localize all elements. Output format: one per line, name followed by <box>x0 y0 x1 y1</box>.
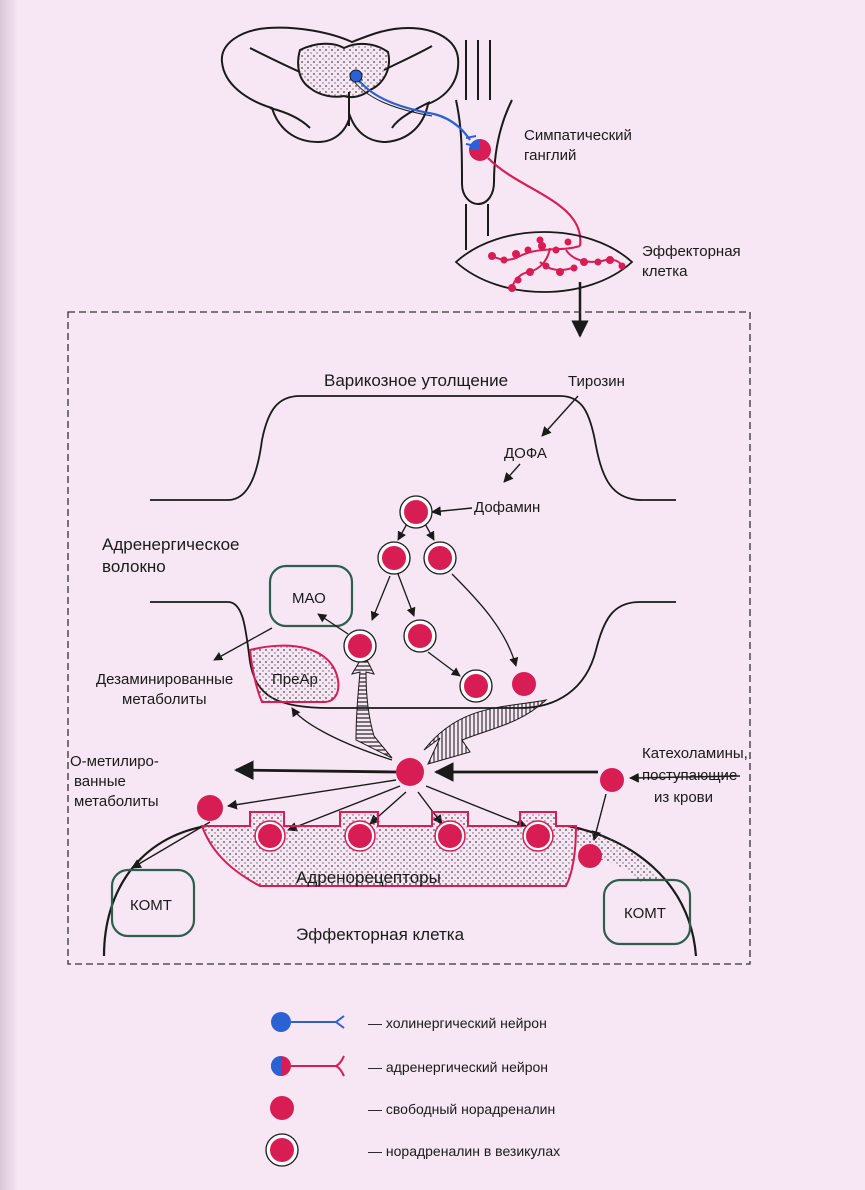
legend-item-cholinergic: — холинергический нейрон <box>271 1012 547 1032</box>
komt-right-label: КОМТ <box>624 905 666 922</box>
bound-na-2 <box>345 821 375 851</box>
adrenergic-neuron-icon <box>271 1056 344 1076</box>
free-na-1 <box>512 672 536 696</box>
legend-label-adrenergic: — адренергический нейрон <box>368 1059 548 1075</box>
vesicle-2 <box>378 542 410 574</box>
free-noradrenaline-icon <box>270 1096 294 1120</box>
bound-na-3 <box>435 821 465 851</box>
catecholamines-label-line2: поступающие <box>642 767 737 784</box>
vesicle-5 <box>460 670 492 702</box>
effector-bottom-label: Эффекторная клетка <box>296 925 465 944</box>
ganglion-label-line1: Симпатический <box>524 127 632 144</box>
adrenergic-fiber-label-line1: Адренергическое <box>102 535 240 554</box>
free-na-right <box>578 844 602 868</box>
legend-label-free: — свободный норадреналин <box>368 1101 555 1117</box>
legend: — холинергический нейрон — адренергическ… <box>266 1012 560 1166</box>
catecholamines-label-line1: Катехоламины, <box>642 745 748 762</box>
free-na-left <box>197 795 223 821</box>
ganglion-label-line2: ганглий <box>524 147 576 164</box>
deaminated-label-line1: Дезаминированные <box>96 671 233 688</box>
bound-na-1 <box>255 821 285 851</box>
effector-top-label-line2: клетка <box>642 263 688 280</box>
varicosity-label: Варикозное утолщение <box>324 371 508 390</box>
methylated-label-line2: ванные <box>74 773 126 790</box>
methylated-label-line3: метаболиты <box>74 793 159 810</box>
effector-cell-top <box>456 232 632 292</box>
effector-top-label-line1: Эффекторная <box>642 243 741 260</box>
mao-label: МАО <box>292 590 326 607</box>
legend-label-cholinergic: — холинергический нейрон <box>368 1015 547 1031</box>
adrenergic-fiber-label-line2: волокно <box>102 557 166 576</box>
legend-item-adrenergic: — адренергический нейрон <box>271 1056 548 1076</box>
tyrosine-label: Тирозин <box>568 373 625 390</box>
prear-label: ПреАр <box>272 671 318 688</box>
vesicle-6 <box>344 630 376 662</box>
dopamine-label: Дофамин <box>474 499 540 516</box>
methylated-label-line1: О-метилиро- <box>70 753 159 770</box>
free-na-center <box>396 758 424 786</box>
bound-na-4 <box>523 821 553 851</box>
spinal-cord-section <box>222 28 458 142</box>
adrenoreceptors-label: Адренорецепторы <box>296 868 441 887</box>
vesicle-noradrenaline-icon <box>266 1134 298 1166</box>
komt-left-label: КОМТ <box>130 897 172 914</box>
vesicle-3 <box>424 542 456 574</box>
legend-item-vesicle: — норадреналин в везикулах <box>266 1134 560 1166</box>
reuptake-arrow-2 <box>424 700 546 764</box>
cholinergic-neuron-icon <box>271 1012 344 1032</box>
legend-item-free: — свободный норадреналин <box>270 1096 555 1120</box>
free-na-blood <box>600 768 624 792</box>
vesicle-4 <box>404 620 436 652</box>
catecholamines-label-line3: из крови <box>654 789 713 806</box>
dopa-label: ДОФА <box>504 445 547 462</box>
deaminated-label-line2: метаболиты <box>122 691 207 708</box>
legend-label-vesicle: — норадреналин в везикулах <box>368 1143 560 1159</box>
vesicle-dopamine-1 <box>400 496 432 528</box>
reuptake-arrow-1 <box>352 654 392 758</box>
